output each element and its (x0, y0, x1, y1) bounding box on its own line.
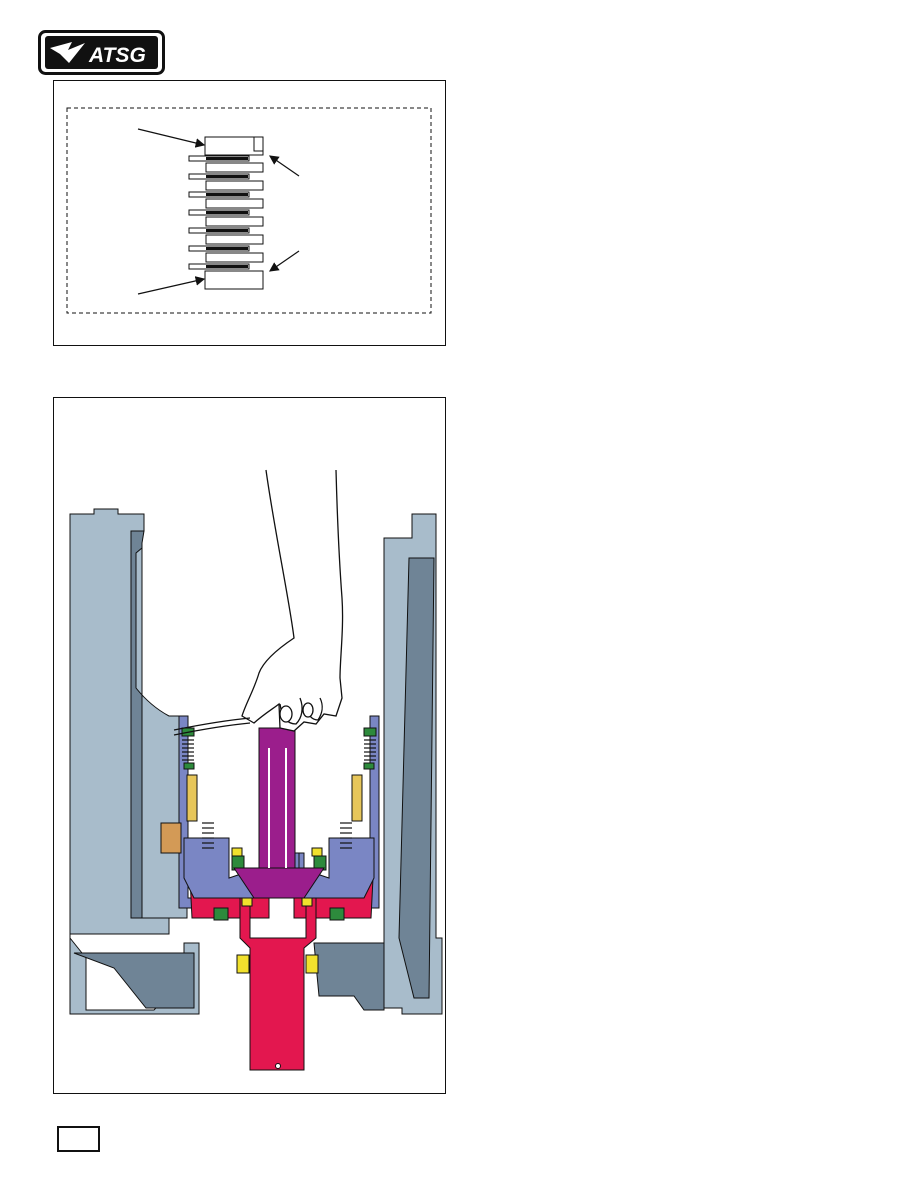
page-number-box (57, 1126, 100, 1152)
hand-illustration (173, 469, 344, 736)
logo-text: ATSG (88, 44, 146, 67)
clutch-pack (188, 136, 264, 290)
dashed-outline (66, 107, 432, 314)
turbine-shaft (233, 727, 325, 899)
output-shaft (231, 847, 323, 1071)
atsg-logo: ATSG (38, 30, 165, 75)
callout-arrows (137, 128, 300, 295)
drum-cross-section-figure (53, 397, 446, 1094)
clutch-stack-figure (53, 80, 446, 346)
